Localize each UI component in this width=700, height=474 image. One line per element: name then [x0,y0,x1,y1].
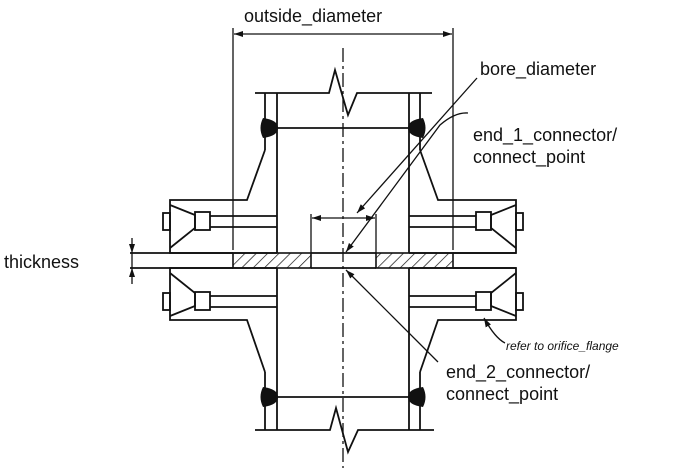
bore-diameter-label: bore_diameter [480,59,596,80]
upper-pipe [255,66,432,253]
end-1-label-line2: connect_point [473,147,585,168]
thickness-label: thickness [4,252,79,272]
weld-icon [260,118,278,138]
end-2-label-line2: connect_point [446,384,558,405]
bolt-right-upper [409,204,524,249]
end-2-label-line1: end_2_connector/ [446,362,590,383]
end-2-leader [345,269,439,363]
bolt-right-lower [409,272,524,317]
weld-icon [408,387,426,407]
weld-icon [408,118,426,138]
outside-diameter-dimension [232,28,454,250]
bore-diameter-dimension [310,214,377,253]
refer-leader [483,317,506,344]
bolt-left-upper [162,204,277,249]
lower-pipe [255,268,434,455]
refer-note: refer to orifice_flange [506,339,619,353]
orifice-plate [130,252,516,269]
end-1-label-line1: end_1_connector/ [473,125,617,146]
weld-icon [260,387,278,407]
bore-diameter-leader [356,77,478,214]
outside-diameter-label: outside_diameter [244,6,382,27]
end-1-leader [345,112,469,253]
bolt-left-lower [162,272,277,317]
